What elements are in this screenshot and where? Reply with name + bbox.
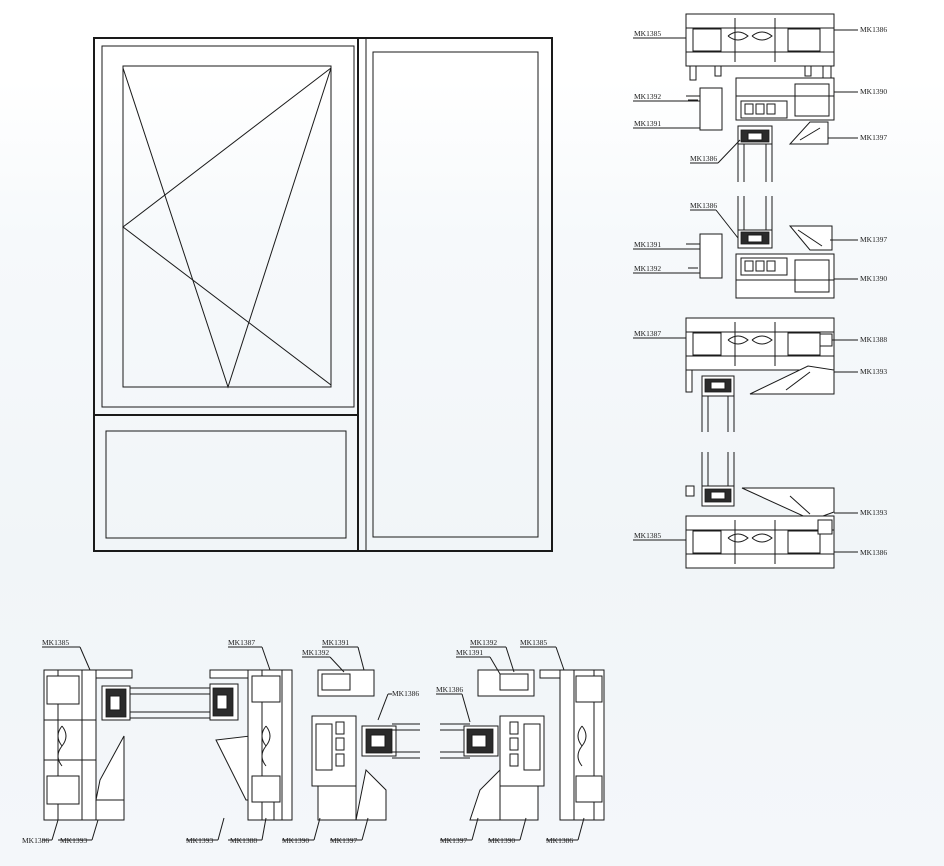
tilt-marker — [122, 67, 332, 389]
label-mk1392: MK1392 — [634, 264, 661, 273]
bottom-section-3 — [440, 669, 605, 821]
fixed-pane — [372, 51, 539, 538]
label-mk1391: MK1391 — [456, 648, 483, 657]
label-mk1392: MK1392 — [634, 92, 661, 101]
label-mk1397: MK1397 — [330, 836, 357, 845]
right-section-3-leaders — [633, 512, 858, 553]
label-mk1393: MK1393 — [860, 508, 887, 517]
label-mk1392: MK1392 — [302, 648, 329, 657]
label-mk1386: MK1386 — [546, 836, 573, 845]
label-mk1397: MK1397 — [440, 836, 467, 845]
label-mk1387: MK1387 — [634, 329, 661, 338]
label-mk1386: MK1386 — [22, 836, 49, 845]
right-section-3 — [685, 452, 835, 569]
label-mk1391: MK1391 — [634, 240, 661, 249]
right-section-2-leaders — [633, 209, 858, 373]
right-section-2 — [685, 196, 835, 432]
label-mk1385: MK1385 — [520, 638, 547, 647]
label-mk1393: MK1393 — [186, 836, 213, 845]
label-mk1391: MK1391 — [322, 638, 349, 647]
bottom-section-2 — [180, 669, 420, 821]
label-mk1387: MK1387 — [228, 638, 255, 647]
outer-frame — [93, 37, 553, 552]
label-mk1390: MK1390 — [488, 836, 515, 845]
right-section-1-leaders — [633, 29, 858, 164]
label-mk1388: MK1388 — [230, 836, 257, 845]
label-mk1385: MK1385 — [634, 29, 661, 38]
bottom-pane — [105, 430, 347, 539]
label-mk1393: MK1393 — [60, 836, 87, 845]
glass-pane — [122, 65, 332, 388]
label-mk1386: MK1386 — [690, 201, 717, 210]
label-mk1390: MK1390 — [860, 87, 887, 96]
label-mk1388: MK1388 — [860, 335, 887, 344]
label-mk1386: MK1386 — [690, 154, 717, 163]
label-mk1385: MK1385 — [634, 531, 661, 540]
bottom-section-1 — [43, 669, 186, 821]
bottom-section-2-leaders — [186, 646, 392, 841]
label-mk1386: MK1386 — [860, 548, 887, 557]
label-mk1393: MK1393 — [860, 367, 887, 376]
window-elevation — [93, 37, 553, 552]
label-mk1386: MK1386 — [436, 685, 463, 694]
label-mk1390: MK1390 — [860, 274, 887, 283]
label-mk1391: MK1391 — [634, 119, 661, 128]
right-section-1 — [685, 13, 835, 182]
bottom-section-1-leaders — [42, 646, 99, 841]
label-mk1392: MK1392 — [470, 638, 497, 647]
sash-frame — [101, 45, 355, 408]
label-mk1397: MK1397 — [860, 133, 887, 142]
label-mk1386: MK1386 — [860, 25, 887, 34]
label-mk1397: MK1397 — [860, 235, 887, 244]
label-mk1385: MK1385 — [42, 638, 69, 647]
profile-labels: MK1385 MK1386 MK1392 MK1390 MK1391 MK139… — [22, 25, 887, 845]
label-mk1386: MK1386 — [392, 689, 419, 698]
bottom-section-3-leaders — [436, 646, 585, 841]
label-mk1390: MK1390 — [282, 836, 309, 845]
side-hung-marker — [122, 67, 332, 386]
